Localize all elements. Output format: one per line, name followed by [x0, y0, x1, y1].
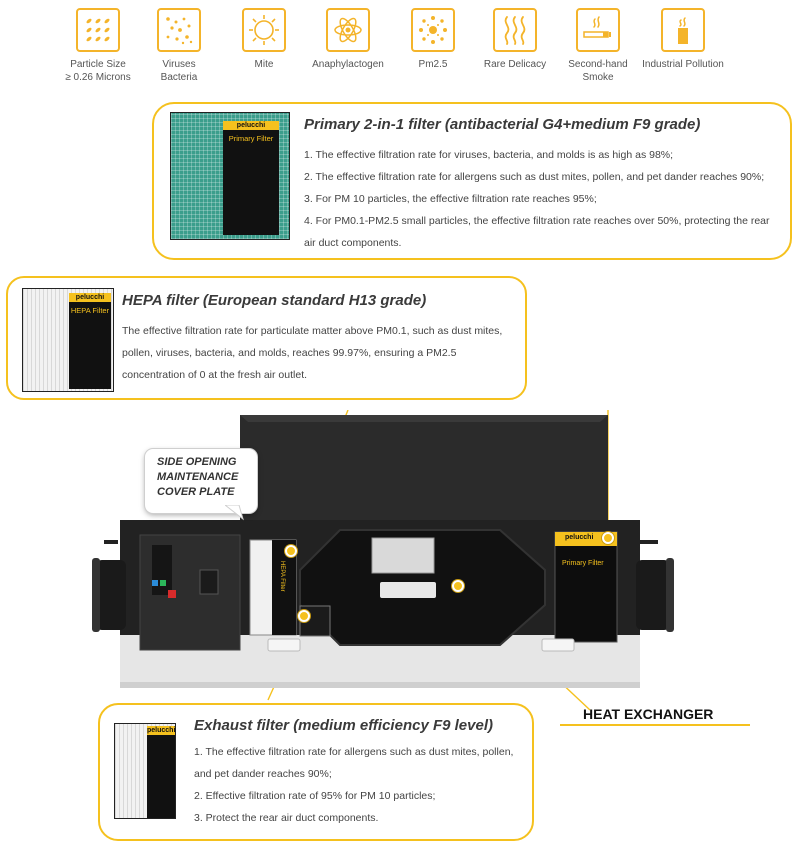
- pollutant-icon-row: Particle Size ≥ 0.26 Microns Viruses Bac…: [0, 0, 800, 100]
- icon-label: Pm2.5: [418, 59, 448, 70]
- icon-cell-anaphylactogen: Anaphylactogen: [300, 8, 396, 71]
- bottom-vent-left: [267, 638, 301, 652]
- machine-primary-tag: Primary Filter: [562, 560, 604, 567]
- hepa-filter-title: HEPA filter (European standard H13 grade…: [122, 292, 427, 309]
- left-air-duct: [96, 560, 126, 630]
- mite-icon: [242, 8, 286, 52]
- pm25-icon: [411, 8, 455, 52]
- icon-label: Rare Delicacy: [483, 59, 547, 70]
- installed-primary-filter: [554, 531, 618, 643]
- ventilation-unit-illustration: [92, 410, 674, 711]
- filter-image-title: HEPA Filter: [70, 306, 110, 315]
- list-item: 4. For PM0.1-PM2.5 small particles, the …: [304, 215, 770, 249]
- icon-cell-smoke: Second-hand Smoke: [550, 8, 646, 84]
- hepa-filter-image-label: pelucchi HEPA Filter: [69, 293, 111, 389]
- anaphylactogen-icon: [326, 8, 370, 52]
- icon-label: Anaphylactogen: [312, 59, 384, 70]
- icon-cell-rare-delicacy: Rare Delicacy: [467, 8, 563, 71]
- icon-cell-industrial: Industrial Pollution: [635, 8, 731, 71]
- rare-delicacy-icon: [493, 8, 537, 52]
- primary-filter-title: Primary 2-in-1 filter (antibacterial G4+…: [304, 116, 701, 133]
- list-item: 1. The effective filtration rate for vir…: [304, 149, 674, 161]
- exhaust-filter-image-label: pelucchi: [147, 726, 175, 818]
- heat-exchanger-callout-dot: [452, 580, 464, 592]
- bottom-vent-right: [541, 638, 575, 652]
- icon-label: Viruses Bacteria: [160, 59, 198, 83]
- primary-filter-image-label: pelucchi Primary Filter: [223, 121, 279, 235]
- heat-exchanger-label: HEAT EXCHANGER: [583, 706, 714, 722]
- hepa-callout-dot: [285, 545, 297, 557]
- primary-filter-points: 1. The effective filtration rate for vir…: [304, 144, 779, 254]
- brand-logo: pelucchi: [223, 121, 279, 130]
- list-item: 2. The effective filtration rate for all…: [304, 171, 765, 183]
- icon-label: Second-hand Smoke: [568, 59, 628, 83]
- exchanger-handle: [380, 582, 436, 598]
- icon-cell-viruses: Viruses Bacteria: [131, 8, 227, 84]
- icon-cell-particle: Particle Size ≥ 0.26 Microns: [50, 8, 146, 84]
- icon-cell-mite: Mite: [216, 8, 312, 71]
- viruses-icon: [157, 8, 201, 52]
- exhaust-filter-points: 1. The effective filtration rate for all…: [194, 741, 524, 829]
- primary-filter-panel: pelucchi Primary Filter Primary 2-in-1 f…: [152, 102, 792, 260]
- list-item: 2. Effective filtration rate of 95% for …: [194, 790, 436, 802]
- machine-hepa-tag: HEPA Filter: [279, 561, 285, 592]
- icon-label: Mite: [254, 59, 274, 70]
- list-item: 3. Protect the rear air duct components.: [194, 812, 379, 824]
- cigarette-icon: [576, 8, 620, 52]
- icon-cell-pm25: Pm2.5: [385, 8, 481, 71]
- side-cover-callout-pointer: [225, 505, 244, 521]
- side-cover-callout: SIDE OPENING MAINTENANCE COVER PLATE: [145, 449, 257, 513]
- hepa-filter-description: The effective filtration rate for partic…: [122, 325, 503, 381]
- exhaust-callout-dot: [298, 610, 310, 622]
- hepa-filter-image: pelucchi HEPA Filter: [22, 288, 114, 392]
- brand-logo: pelucchi: [69, 293, 111, 302]
- factory-icon: [661, 8, 705, 52]
- top-cover-plate: [240, 415, 608, 520]
- exchanger-label-plate: [371, 537, 435, 574]
- primary-filter-image: pelucchi Primary Filter: [170, 112, 290, 240]
- machine-brand-logo: pelucchi: [565, 534, 594, 541]
- filter-image-title: Primary Filter: [228, 134, 274, 143]
- primary-callout-dot: [602, 532, 614, 544]
- icon-label: Particle Size ≥ 0.26 Microns: [65, 59, 131, 83]
- hepa-filter-panel: pelucchi HEPA Filter HEPA filter (Europe…: [6, 276, 527, 400]
- right-air-duct: [636, 560, 670, 630]
- icon-label: Industrial Pollution: [642, 59, 724, 70]
- exhaust-filter-title: Exhaust filter (medium efficiency F9 lev…: [194, 717, 493, 734]
- exhaust-filter-image: pelucchi: [114, 723, 176, 819]
- side-cover-label: SIDE OPENING MAINTENANCE COVER PLATE: [157, 456, 239, 498]
- heat-exchanger-underline: [560, 724, 750, 726]
- brand-logo: pelucchi: [147, 726, 176, 735]
- list-item: 1. The effective filtration rate for all…: [194, 746, 514, 780]
- exhaust-filter-panel: pelucchi Exhaust filter (medium efficien…: [98, 703, 534, 841]
- list-item: 3. For PM 10 particles, the effective fi…: [304, 193, 597, 205]
- particles-icon: [76, 8, 120, 52]
